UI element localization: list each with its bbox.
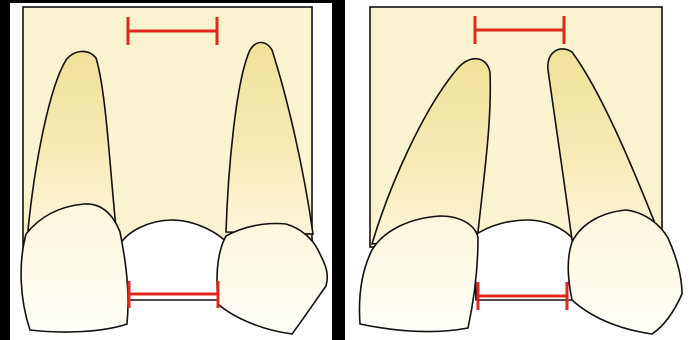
right-panel <box>345 0 689 340</box>
interdental-gap <box>118 220 228 300</box>
interdental-gap <box>474 220 574 300</box>
left-panel <box>10 3 332 340</box>
left-tooth-crown <box>21 204 128 332</box>
